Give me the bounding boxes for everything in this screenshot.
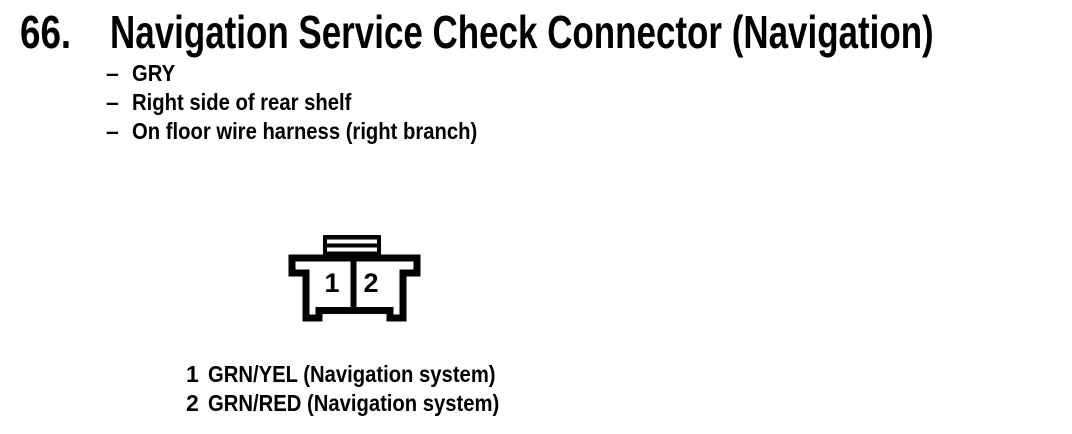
detail-text-location: Right side of rear shelf	[132, 89, 352, 115]
pin-legend: 1 GRN/YEL (Navigation system) 2 GRN/RED …	[186, 360, 539, 418]
latch-slot	[327, 247, 377, 252]
section-number-text: 66.	[20, 6, 72, 58]
bullet-dash: –	[106, 89, 119, 115]
detail-text-harness: On floor wire harness (right branch)	[132, 118, 478, 144]
pin-number: 2	[186, 390, 199, 416]
detail-row: – Right side of rear shelf	[106, 88, 524, 117]
connector-diagram: 1 2	[288, 235, 421, 322]
connector-details-list: – GRY – Right side of rear shelf – On fl…	[106, 59, 524, 146]
detail-text-color: GRY	[132, 60, 176, 86]
bullet-dash: –	[106, 118, 119, 144]
pin-number: 1	[186, 361, 199, 387]
cavity-label-2: 2	[363, 268, 378, 298]
section-header: 66. Navigation Service Check Connector (…	[20, 5, 1072, 59]
section-number: 66.	[20, 5, 110, 59]
pin-wire-label: GRN/RED (Navigation system)	[208, 390, 500, 416]
pin-row: 2 GRN/RED (Navigation system)	[186, 389, 539, 418]
pin-row: 1 GRN/YEL (Navigation system)	[186, 360, 539, 389]
page-title: Navigation Service Check Connector (Navi…	[110, 6, 934, 58]
cavity-label-1: 1	[324, 268, 339, 298]
latch-slot	[327, 239, 377, 244]
bullet-dash: –	[106, 60, 119, 86]
detail-row: – On floor wire harness (right branch)	[106, 117, 524, 146]
detail-row: – GRY	[106, 59, 524, 88]
connector-latch	[323, 235, 381, 257]
connector-body-outline	[288, 254, 421, 322]
pin-wire-label: GRN/YEL (Navigation system)	[208, 361, 496, 387]
